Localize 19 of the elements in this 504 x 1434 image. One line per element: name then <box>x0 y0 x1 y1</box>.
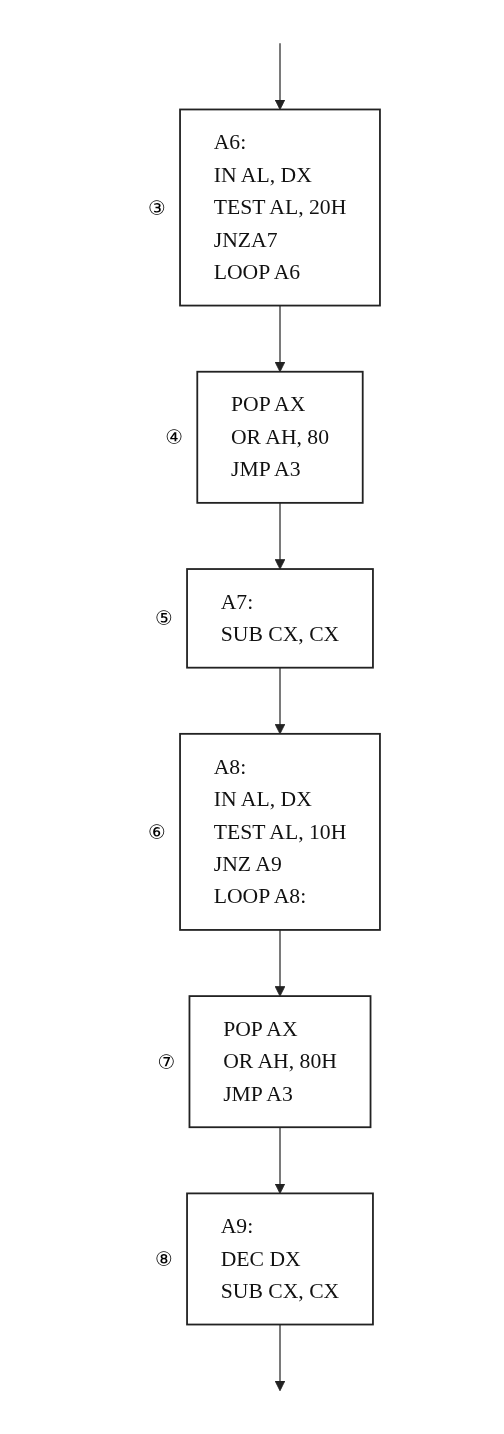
code-box: A6: IN AL, DX TEST AL, 20H JNZA7 LOOP A6 <box>179 108 381 307</box>
step-number: ⑤ <box>155 606 174 631</box>
arrow <box>274 1323 286 1392</box>
arrow <box>274 304 286 373</box>
step-number: ④ <box>165 425 184 450</box>
arrow <box>274 1126 286 1194</box>
step-number: ③ <box>148 195 167 220</box>
arrow <box>274 929 286 997</box>
arrow <box>274 42 286 110</box>
step-number: ⑦ <box>157 1049 176 1074</box>
code-box: A9: DEC DX SUB CX, CX <box>186 1192 374 1326</box>
code-box: POP AX OR AH, 80 JMP A3 <box>196 370 364 504</box>
code-box: A8: IN AL, DX TEST AL, 10H JNZ A9 LOOP A8: <box>179 732 381 931</box>
step-number: ⑧ <box>155 1246 174 1271</box>
code-box: A7: SUB CX, CX <box>186 568 374 669</box>
code-box: POP AX OR AH, 80H JMP A3 <box>188 995 372 1129</box>
arrow <box>274 667 286 735</box>
arrow <box>274 502 286 570</box>
step-number: ⑥ <box>148 819 167 844</box>
